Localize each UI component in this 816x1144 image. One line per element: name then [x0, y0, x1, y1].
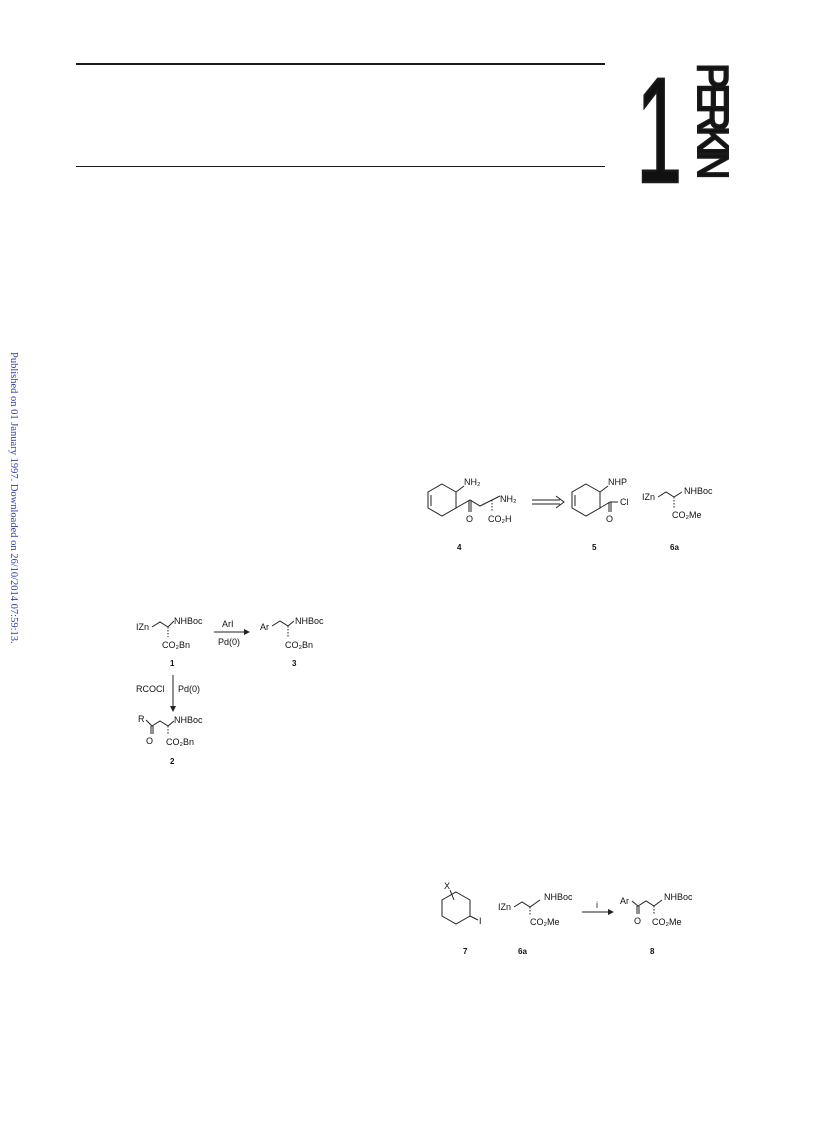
s2-compound-5: 5 — [592, 543, 597, 552]
s1-compound-3: 3 — [292, 659, 297, 668]
s3-compound-6a: 6a — [518, 947, 527, 956]
s2-c4-nh2: NH₂ — [464, 477, 481, 487]
s1-c3-co2bn: CO₂Bn — [285, 640, 313, 650]
s3-c6a-nhboc: NHBoc — [544, 892, 573, 902]
s2-c5-cl: Cl — [620, 497, 629, 507]
scheme-3: X I 7 IZn NHBoc CO₂Me 6a i Ar O NHBoc CO… — [441, 881, 693, 956]
s1-c2-nhboc: NHBoc — [174, 715, 203, 725]
s1-c3-chain — [271, 620, 295, 627]
s3-c8-chain — [631, 899, 663, 907]
s2-c5-o: O — [606, 514, 613, 524]
s3-c7-x: X — [444, 881, 450, 891]
s3-c7-ring — [441, 891, 471, 925]
s3-c8-ar: Ar — [620, 896, 629, 906]
s1-compound-1: 1 — [170, 659, 175, 668]
s3-c6a-co2me: CO₂Me — [530, 917, 560, 927]
header-rule-bottom — [76, 166, 605, 167]
s1-arrow-down-left: RCOCl — [136, 684, 165, 694]
s1-arrow-right-head — [244, 629, 250, 635]
logo-word: PERKIN — [688, 63, 738, 179]
s2-c4-chain — [455, 495, 501, 509]
s1-c1-co2bn: CO₂Bn — [162, 640, 190, 650]
s1-arrow-down-right: Pd(0) — [178, 684, 200, 694]
s2-c6a-chain — [657, 491, 683, 498]
s3-c8-nhboc: NHBoc — [664, 892, 693, 902]
s3-compound-8: 8 — [650, 947, 655, 956]
s1-c1-nhboc: NHBoc — [174, 616, 203, 626]
s1-c2-r: R — [138, 714, 145, 724]
s1-c3-nhboc: NHBoc — [295, 616, 324, 626]
s1-arrow-bottom-label: Pd(0) — [218, 637, 240, 647]
s3-c7-x-bond — [449, 889, 455, 901]
s2-c4-co2h: CO₂H — [488, 514, 512, 524]
s1-c3-ar: Ar — [260, 622, 269, 632]
s1-arrow-top-label: ArI — [222, 619, 234, 629]
s2-c4-ring — [427, 483, 457, 517]
s1-c1-chain — [151, 620, 175, 628]
s1-c2-co2bn: CO₂Bn — [166, 737, 194, 747]
s1-arrow-down-head — [170, 706, 176, 712]
s2-c6a-izn: IZn — [642, 492, 655, 502]
s3-c7-i-bond — [469, 915, 479, 921]
publication-note-text: Published on 01 January 1997. Downloaded… — [8, 352, 19, 644]
s2-c5-nhp-bond — [599, 485, 609, 493]
s2-retro-arrow-head — [555, 495, 565, 509]
s2-c6a-co2me: CO₂Me — [672, 510, 702, 520]
scheme-1: IZn NHBoc CO₂Bn 1 ArI Pd(0) Ar NHBoc CO₂… — [136, 616, 324, 766]
s3-arrow-head — [608, 909, 614, 915]
s3-c6a-izn: IZn — [498, 902, 511, 912]
s1-c2-chain — [145, 719, 175, 727]
s2-c5-nhp: NHP — [608, 477, 627, 487]
s2-c4-o: O — [466, 514, 473, 524]
header-rule-top — [76, 63, 605, 65]
s2-c6a-nhboc: NHBoc — [684, 486, 713, 496]
s3-arrow-label: i — [596, 900, 598, 910]
s1-compound-2: 2 — [170, 757, 175, 766]
s3-c6a-chain — [513, 899, 541, 908]
scheme-2: NH₂ O NH₂ CO₂H 4 NHP Cl O 5 IZn NHBoc CO… — [427, 477, 713, 552]
s2-c4-nh2-bond — [455, 485, 465, 493]
s1-c2-o: O — [146, 736, 153, 746]
s2-c5-acyl — [599, 501, 611, 509]
s3-compound-7: 7 — [463, 947, 468, 956]
logo-numeral: 1 — [636, 58, 682, 186]
s3-c8-co2me: CO₂Me — [652, 917, 682, 927]
perkin-logo: 1 PERKIN — [635, 58, 739, 186]
s1-izn: IZn — [136, 622, 149, 632]
s3-c8-o: O — [634, 916, 641, 926]
s2-c5-ring — [571, 483, 601, 517]
s2-compound-6a: 6a — [670, 543, 679, 552]
publication-note: Published on 01 January 1997. Downloaded… — [4, 352, 22, 652]
s2-c4-nh2-alpha: NH₂ — [500, 494, 517, 504]
s3-c7-i: I — [479, 916, 482, 926]
s2-compound-4: 4 — [457, 543, 462, 552]
